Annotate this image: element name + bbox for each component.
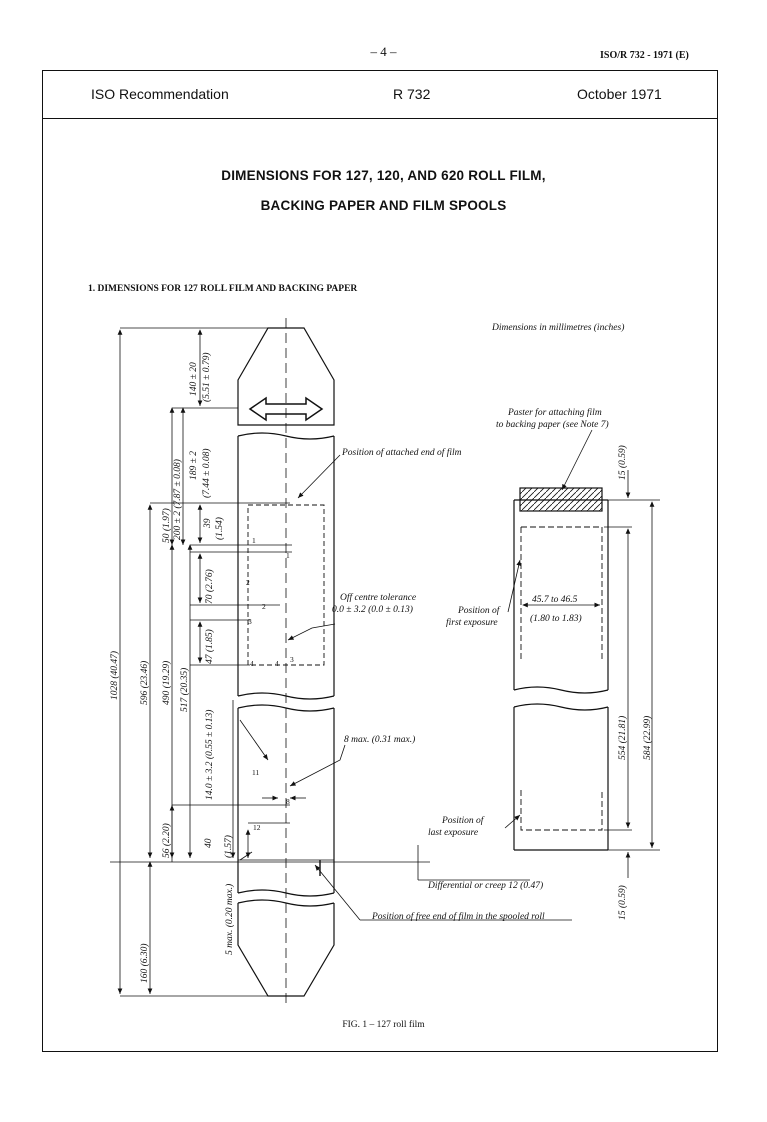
frame-mark: 12 (253, 823, 261, 832)
dim-14: 14.0 ± 3.2 (0.55 ± 0.13) (204, 710, 215, 800)
dim-584: 584 (22.99) (642, 716, 653, 760)
figure-caption: FIG. 1 – 127 roll film (342, 1020, 425, 1030)
dim-200: 200 ± 2 (7.87 ± 0.08) (172, 459, 183, 540)
label-max-8: 8 max. (0.31 max.) (344, 734, 415, 745)
header-right: October 1971 (577, 86, 662, 102)
label-off-centre-1: Off centre tolerance (340, 592, 416, 603)
title-line-2: BACKING PAPER AND FILM SPOOLS (260, 198, 507, 213)
label-paster-2: to backing paper (see Note 7) (496, 419, 609, 430)
header-center: R 732 (393, 86, 431, 102)
frame-mark: 11 (252, 768, 259, 777)
dim-5: 5 max. (0.20 max.) (224, 884, 235, 955)
dim-56: 56 (2.20) (161, 823, 172, 858)
dim-1028: 1028 (40.47) (109, 651, 120, 700)
dim-517: 517 (20.35) (179, 668, 190, 712)
dim-15-bottom: 15 (0.59) (617, 885, 628, 920)
label-first-exposure-2: first exposure (446, 617, 498, 628)
dim-189-b: (7.44 ± 0.08) (201, 448, 212, 498)
units-note: Dimensions in millimetres (inches) (491, 322, 624, 333)
dim-490: 490 (19.29) (161, 661, 172, 705)
label-width-1: 45.7 to 46.5 (532, 595, 578, 605)
dim-189-a: 189 ± 2 (189, 451, 199, 480)
frame-mark: 2 (246, 578, 250, 587)
label-differential: Differential or creep 12 (0.47) (427, 880, 543, 891)
header-left: ISO Recommendation (91, 86, 229, 102)
dim-70: 70 (2.76) (204, 569, 215, 604)
film-body-upper (237, 432, 335, 700)
page-frame: ISO Recommendation R 732 October 1971 (42, 70, 718, 1052)
label-attached-end: Position of attached end of film (341, 447, 462, 458)
frame-mark: 4 (275, 659, 279, 668)
frame-mark: 2 (262, 602, 266, 611)
dim-40-b: (1.57) (223, 835, 234, 858)
frame-mark: 3 (248, 617, 252, 626)
dim-554: 554 (21.81) (617, 716, 628, 760)
document-reference: ISO/R 732 - 1971 (E) (600, 50, 689, 61)
dim-47: 47 (1.85) (204, 629, 215, 664)
frame-mark: 1 (252, 536, 256, 545)
title-line-1: DIMENSIONS FOR 127, 120, AND 620 ROLL FI… (221, 168, 546, 183)
dim-15-top: 15 (0.59) (617, 445, 628, 480)
dim-160: 160 (6.30) (139, 943, 150, 983)
frame-mark: 4 (250, 659, 254, 668)
frame-mark: 3 (290, 655, 294, 664)
dim-140-a: 140 ± 20 (189, 362, 199, 396)
frame-mark: 1 (286, 551, 290, 560)
frame-mark: 8 (286, 797, 290, 806)
dim-596: 596 (23.46) (139, 661, 150, 705)
page-number: – 4 – (370, 44, 397, 59)
label-width-2: (1.80 to 1.83) (530, 613, 582, 624)
dim-140-b: (5.51 ± 0.79) (201, 352, 212, 402)
label-first-exposure-1: Position of (457, 605, 501, 616)
label-last-exposure-1: Position of (441, 815, 485, 826)
section-heading: 1. DIMENSIONS FOR 127 ROLL FILM AND BACK… (88, 284, 358, 294)
label-last-exposure-2: last exposure (428, 828, 478, 838)
dim-50: 50 (1.97) (161, 508, 172, 543)
label-off-centre-2: 0.0 ± 3.2 (0.0 ± 0.13) (332, 604, 413, 615)
dim-39-a: 39 (203, 518, 213, 529)
dim-40-a: 40 (204, 838, 214, 848)
label-free-end: Position of free end of film in the spoo… (371, 911, 545, 922)
header-bar: ISO Recommendation R 732 October 1971 (43, 71, 717, 119)
backing-paper-strip (513, 487, 609, 851)
dim-39-b: (1.54) (214, 517, 225, 540)
label-paster-1: Paster for attaching film (507, 407, 602, 418)
